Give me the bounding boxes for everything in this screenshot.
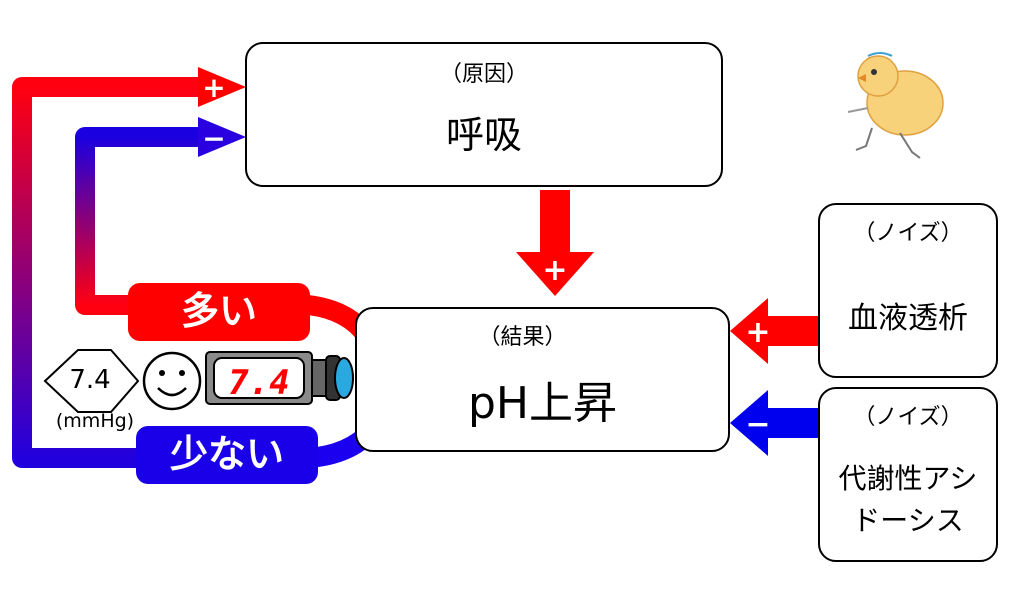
outer-loop-plus-sign: +: [202, 71, 225, 104]
noise1-box: （ノイズ） 血液透析: [818, 203, 998, 378]
setpoint-value: 7.4: [69, 365, 111, 395]
noise2-arrowhead: [730, 390, 768, 456]
noise1-arrowhead: [730, 298, 768, 364]
ph-meter-icon: [205, 351, 354, 405]
inner-loop-minus-sign: −: [202, 122, 225, 155]
cause-result-arrowhead: [516, 252, 594, 296]
smiley-icon: [142, 351, 202, 411]
cause-result-shaft: [540, 190, 570, 252]
noise2-label-line1: 代謝性アシ: [838, 462, 978, 495]
noise2-minus-sign: −: [745, 407, 770, 442]
cause-box: （原因） 呼吸: [245, 42, 723, 187]
ph-meter-reading: 7.4: [228, 363, 289, 403]
setpoint-unit: (mmHg): [55, 410, 135, 432]
result-tag: （結果）: [478, 325, 567, 350]
chick-illustration: [847, 52, 944, 159]
noise2-tag: （ノイズ）: [853, 405, 963, 430]
result-label: pH上昇: [467, 378, 617, 429]
setpoint-diamond: [43, 349, 140, 413]
noise2-shaft: [762, 408, 820, 438]
noise1-plus-sign: +: [745, 315, 770, 350]
noise2-label-line2: ドーシス: [852, 504, 964, 537]
result-box: （結果） pH上昇: [355, 307, 730, 452]
noise1-shaft: [762, 316, 820, 346]
noise1-label: 血液透析: [848, 301, 968, 336]
inner-loop-arrowhead: [198, 117, 246, 157]
noise1-tag: （ノイズ）: [853, 221, 963, 246]
many-label: 多い: [128, 283, 310, 341]
cause-result-plus-sign: +: [542, 253, 567, 288]
noise2-box: （ノイズ） 代謝性アシ ドーシス: [818, 387, 998, 562]
few-label: 少ない: [136, 426, 318, 484]
inner-loop-line: [75, 127, 210, 315]
cause-label: 呼吸: [445, 113, 522, 157]
outer-loop-line: [12, 77, 210, 468]
cause-tag: （原因）: [439, 62, 528, 87]
outer-loop-arrowhead: [198, 67, 246, 107]
